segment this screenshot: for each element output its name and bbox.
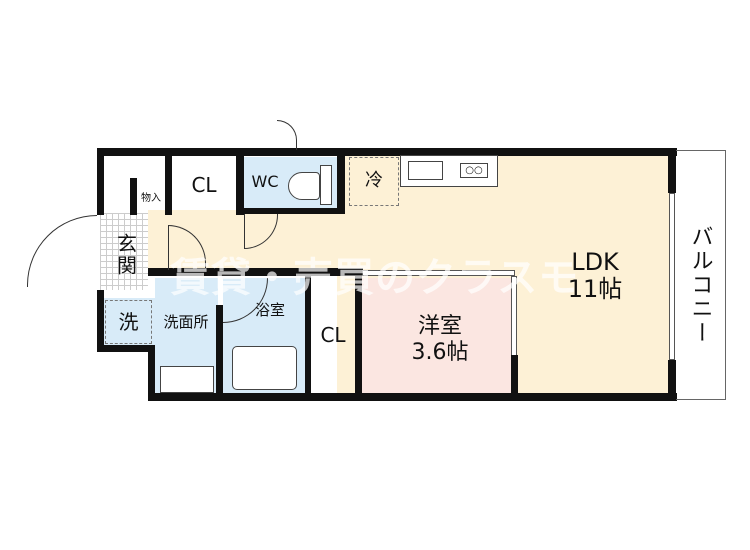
wc-label: WC bbox=[251, 172, 279, 192]
wall-closet-right bbox=[236, 148, 244, 215]
entrance-door[interactable] bbox=[27, 215, 97, 287]
wall-step bbox=[97, 345, 155, 352]
wall-wc-right bbox=[337, 148, 345, 214]
wall-washroom-right bbox=[216, 305, 223, 397]
washroom-label: 洗面所 bbox=[163, 312, 209, 331]
western-room-sliding-door[interactable] bbox=[362, 270, 515, 276]
wall-closet-left bbox=[165, 148, 172, 215]
storage-label: 物入 bbox=[137, 190, 165, 208]
washer-floor bbox=[100, 298, 155, 345]
wall-left-bottom bbox=[148, 345, 155, 400]
ldk-label: LDK bbox=[571, 248, 619, 277]
bathroom-label: 浴室 bbox=[254, 300, 285, 319]
window-balcony bbox=[669, 193, 675, 360]
wall-western-right bbox=[511, 355, 518, 395]
bathtub-icon bbox=[232, 346, 297, 390]
wall-left-upper bbox=[97, 148, 104, 215]
closet-2-label: CL bbox=[320, 322, 346, 347]
washer-space: 洗 bbox=[105, 300, 152, 344]
wall-bath-right bbox=[305, 270, 311, 395]
wall-storage bbox=[130, 178, 137, 215]
toilet-icon bbox=[288, 172, 320, 200]
entrance-floor bbox=[100, 213, 148, 290]
wall-right-bottom bbox=[668, 360, 676, 400]
ldk-size: 11帖 bbox=[567, 275, 623, 304]
stove-icon: ○○ bbox=[460, 163, 488, 178]
wall-bottom bbox=[148, 393, 677, 401]
western-room-floor bbox=[362, 278, 515, 395]
toilet-tank-icon bbox=[320, 165, 332, 205]
wash-basin-icon bbox=[160, 366, 214, 393]
western-room-label: 洋室 bbox=[417, 314, 462, 340]
wall-mid bbox=[148, 268, 363, 276]
wall-top bbox=[97, 148, 677, 156]
closet-1-label: CL bbox=[191, 172, 217, 197]
watermark: 賃貸・売買のクラスモ bbox=[170, 255, 580, 301]
entrance-label: 玄関 bbox=[113, 233, 138, 277]
western-room-size: 3.6帖 bbox=[411, 340, 469, 366]
wall-wc-bottom bbox=[243, 208, 343, 214]
kitchen-counter bbox=[400, 155, 498, 187]
balcony-label: バルコニー bbox=[687, 225, 713, 345]
wall-right-top bbox=[668, 148, 676, 193]
wc-door[interactable] bbox=[277, 120, 297, 150]
wall-left-lower bbox=[97, 290, 104, 350]
wall-cl-right bbox=[355, 270, 362, 395]
fridge-space: 冷 bbox=[349, 157, 399, 206]
kitchen-sink-icon bbox=[408, 161, 443, 180]
balcony bbox=[676, 150, 726, 400]
